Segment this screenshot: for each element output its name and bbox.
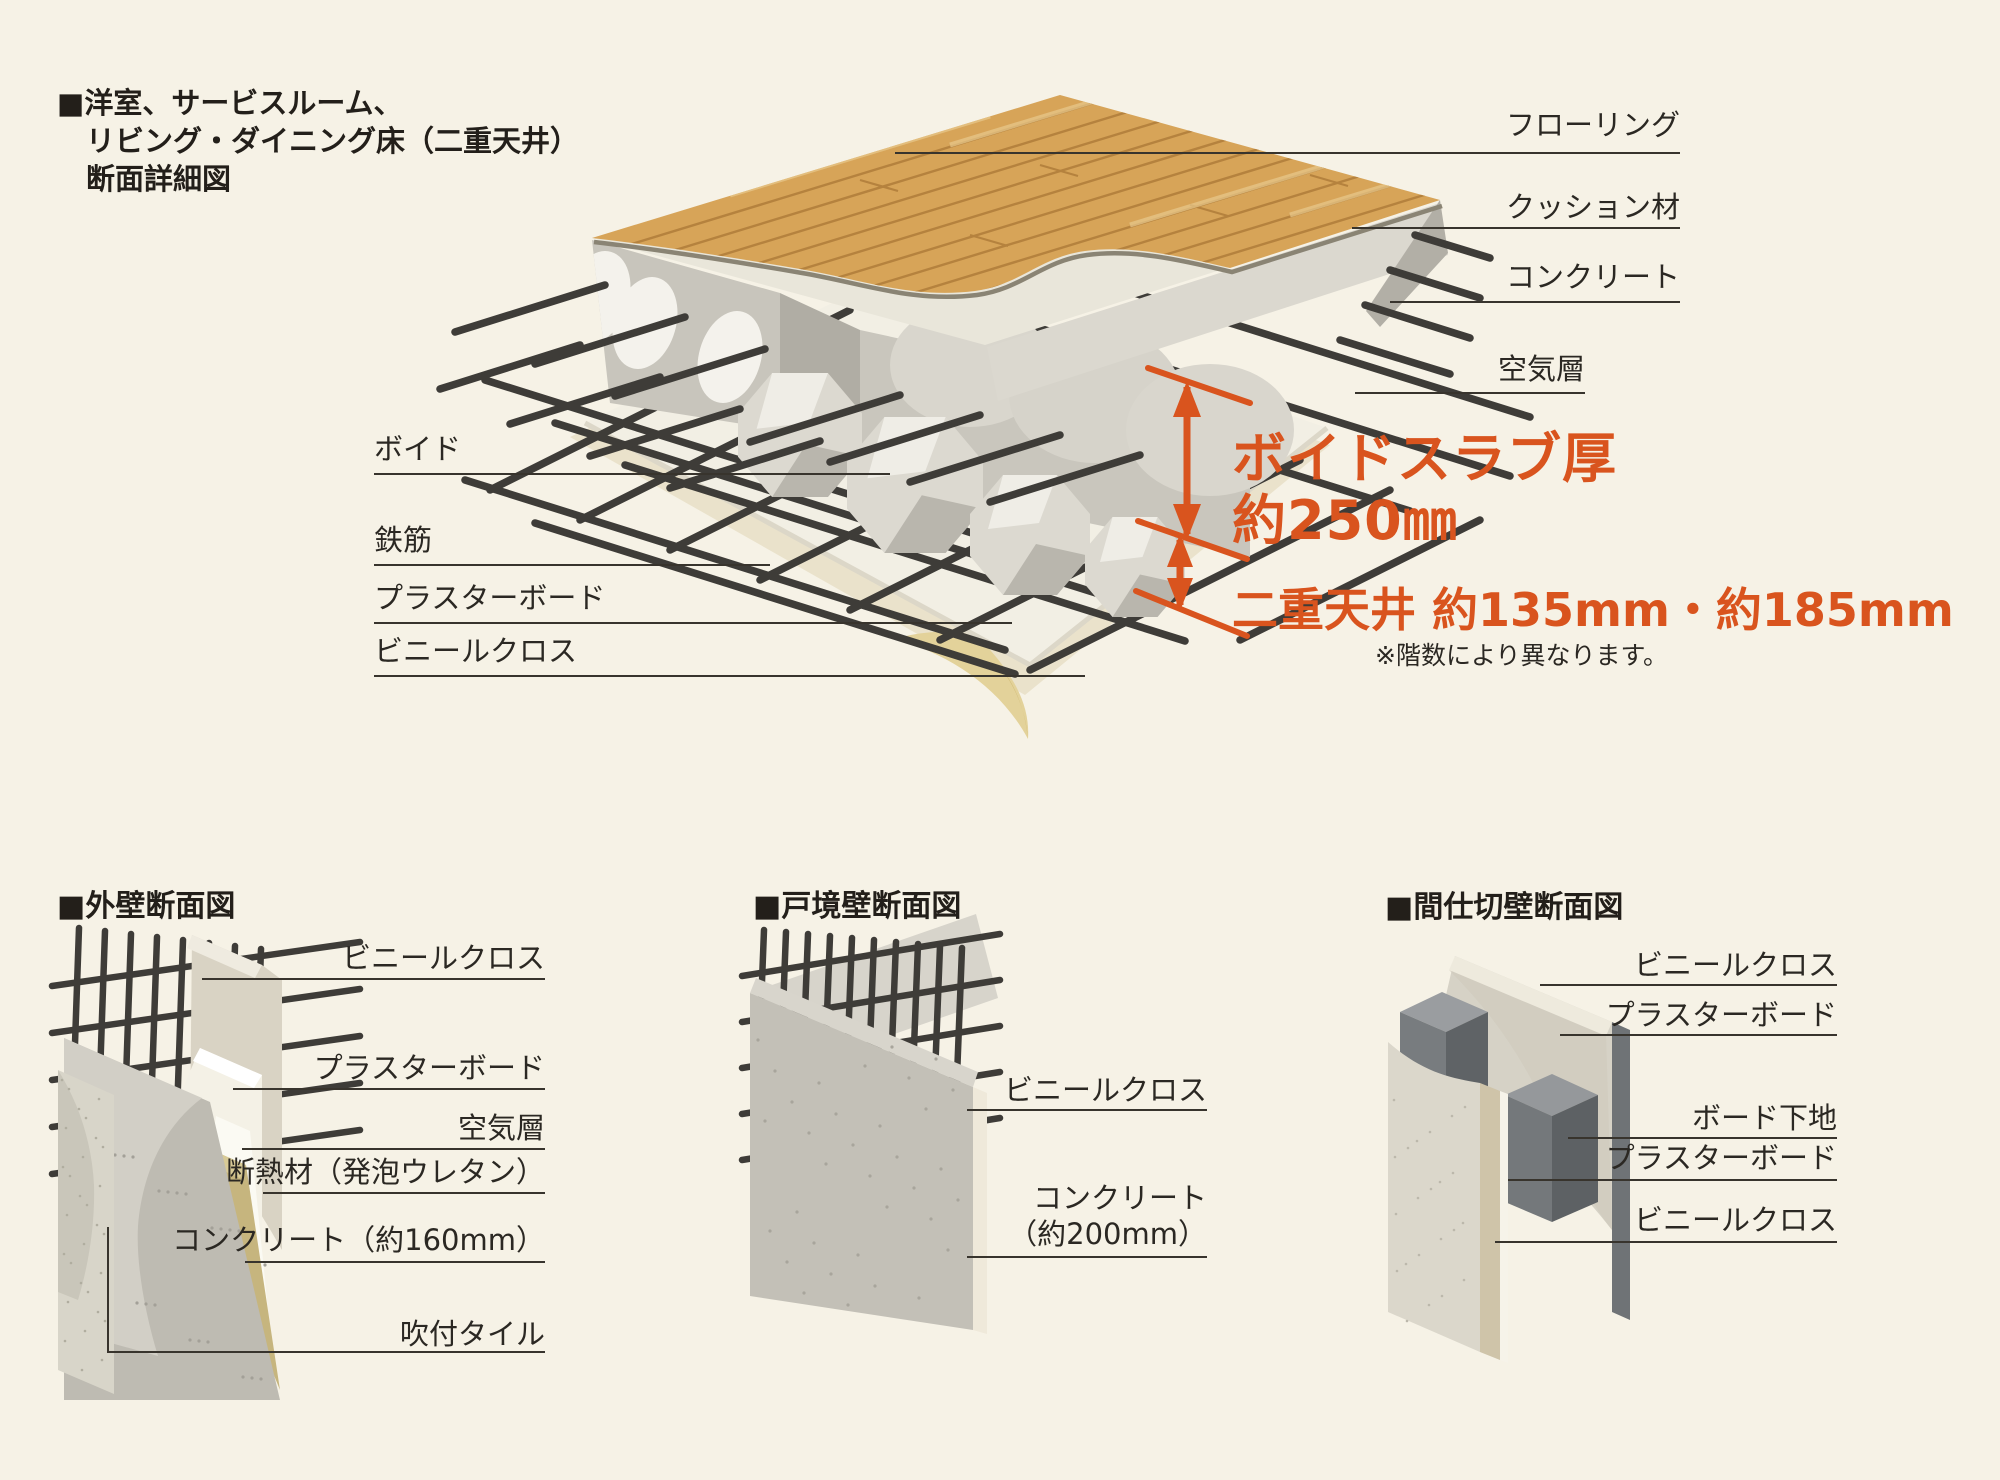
label-vinyl-cloth-floor: ビニールクロス bbox=[374, 634, 578, 668]
leader-line bbox=[1560, 1034, 1837, 1036]
exterior-wall-title: ■外壁断面図 bbox=[57, 889, 236, 924]
label-partition-board-base: ボード下地 bbox=[1691, 1101, 1837, 1135]
leader-line bbox=[1540, 984, 1837, 986]
floor-cross-section-illustration bbox=[436, 95, 1534, 739]
label-cushion: クッション材 bbox=[1505, 190, 1680, 224]
leader-line bbox=[374, 622, 1012, 624]
party-wall-title: ■戸境壁断面図 bbox=[753, 889, 962, 924]
dim-double-ceiling: 二重天井 約135mm・約185mm bbox=[1232, 583, 1954, 637]
void-balls bbox=[738, 373, 1185, 617]
label-plasterboard-floor: プラスターボード bbox=[374, 581, 606, 615]
dim-slab-thickness-value: 約250㎜ bbox=[1232, 489, 1458, 552]
vinyl-cloth-strip bbox=[973, 1087, 987, 1334]
leader-line bbox=[1508, 1179, 1837, 1181]
leader-line bbox=[263, 1192, 545, 1194]
leader-line bbox=[374, 564, 770, 566]
wood-flooring-layer bbox=[592, 95, 1440, 293]
label-ext-concrete: コンクリート（約160mm） bbox=[172, 1223, 545, 1257]
floor-title-line1: ■洋室、サービスルーム、 bbox=[57, 86, 403, 120]
label-void: ボイド bbox=[374, 432, 462, 466]
leader-line bbox=[1355, 392, 1585, 394]
leader-line bbox=[1495, 1241, 1837, 1243]
leader-line bbox=[233, 1088, 545, 1090]
label-ext-plasterboard: プラスターボード bbox=[313, 1051, 545, 1085]
label-partition-vinyl-2: ビニールクロス bbox=[1633, 1203, 1837, 1237]
leader-line bbox=[374, 473, 890, 475]
dimension-arrows bbox=[1133, 365, 1253, 639]
note-floor-variation: ※階数により異なります。 bbox=[1375, 641, 1668, 670]
leader-line bbox=[107, 1227, 109, 1353]
floor-section-title: ■洋室、サービスルーム、 リビング・ダイニング床（二重天井） 断面詳細図 bbox=[57, 84, 579, 198]
front-board-vinyl-plasterboard bbox=[1388, 1042, 1508, 1363]
concrete-front-face bbox=[750, 978, 978, 1330]
label-partition-vinyl-1: ビニールクロス bbox=[1633, 948, 1837, 982]
partition-wall-title: ■間仕切壁断面図 bbox=[1385, 890, 1624, 925]
label-ext-sprayed-tile: 吹付タイル bbox=[399, 1317, 545, 1351]
leader-line bbox=[1390, 301, 1680, 303]
label-rebar: 鉄筋 bbox=[374, 523, 433, 557]
rebar-stubs bbox=[436, 231, 1494, 506]
party-wall-illustration bbox=[738, 914, 1004, 1334]
label-concrete-floor: コンクリート bbox=[1505, 260, 1680, 294]
leader-line bbox=[245, 1261, 545, 1263]
leader-line bbox=[374, 675, 1085, 677]
leader-line bbox=[107, 1351, 545, 1353]
leader-line bbox=[1352, 227, 1680, 229]
label-partition-plasterboard-2: プラスターボード bbox=[1605, 1141, 1837, 1175]
label-air-layer-floor: 空気層 bbox=[1497, 352, 1585, 386]
label-party-vinyl: ビニールクロス bbox=[1003, 1073, 1207, 1107]
label-ext-air-layer: 空気層 bbox=[457, 1111, 545, 1145]
label-partition-plasterboard-1: プラスターボード bbox=[1605, 998, 1837, 1032]
label-flooring: フローリング bbox=[1505, 108, 1680, 142]
leader-line bbox=[202, 978, 545, 980]
sprayed-tile-layer bbox=[58, 1070, 114, 1394]
leader-line bbox=[242, 1148, 545, 1150]
label-ext-vinyl: ビニールクロス bbox=[341, 941, 545, 975]
leader-line bbox=[967, 1109, 1207, 1111]
leader-line bbox=[1568, 1137, 1837, 1139]
label-ext-insulation: 断熱材（発泡ウレタン） bbox=[225, 1155, 545, 1189]
label-party-concrete: コンクリート bbox=[1032, 1181, 1207, 1215]
board-base-stud-lower bbox=[1505, 1074, 1598, 1222]
leader-line bbox=[895, 152, 1680, 154]
vinyl-cloth-curl bbox=[894, 631, 1029, 739]
right-edge-face bbox=[1612, 1022, 1630, 1320]
leader-line bbox=[967, 1256, 1207, 1258]
exterior-wall-illustration bbox=[48, 924, 364, 1400]
cushion-layer-edge bbox=[593, 203, 1443, 300]
partition-wall-illustration bbox=[1388, 956, 1630, 1363]
dim-slab-thickness-title: ボイドスラブ厚 bbox=[1232, 427, 1617, 490]
floor-title-line2: リビング・ダイニング床（二重天井） bbox=[86, 124, 580, 158]
label-party-concrete-size: （約200mm） bbox=[1008, 1217, 1207, 1251]
floor-title-line3: 断面詳細図 bbox=[86, 162, 232, 196]
